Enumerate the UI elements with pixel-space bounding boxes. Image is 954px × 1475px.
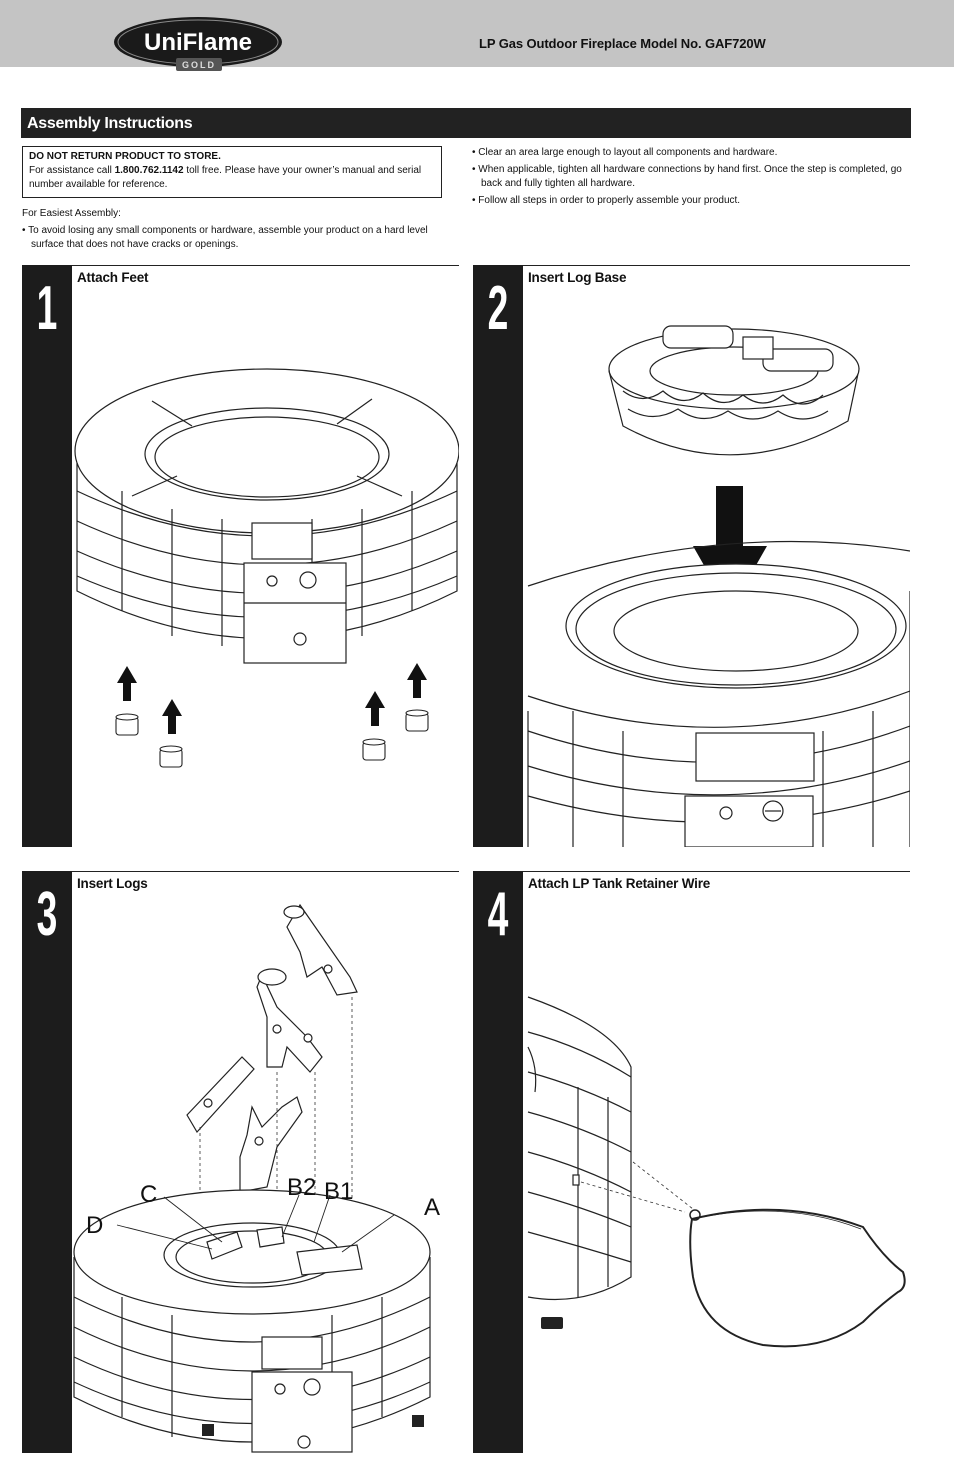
intro-bullet: • To avoid losing any small components o… (22, 225, 428, 250)
log-label-b1: B1 (324, 1178, 353, 1205)
bullet-item: • Follow all steps in order to properly … (472, 195, 741, 206)
step-4: 4 Attach LP Tank Retainer Wire (473, 871, 910, 1453)
step-number: 4 (487, 880, 509, 949)
step-bar: 2 (473, 265, 523, 847)
step-title: Attach Feet (77, 270, 149, 285)
step-title: Insert Logs (77, 876, 148, 891)
bullet-item: • Clear an area large enough to layout a… (472, 147, 778, 158)
intro-heading: For Easiest Assembly: (22, 208, 121, 219)
step-rule (523, 265, 910, 266)
step-number: 3 (36, 880, 58, 949)
notice-body: For assistance call 1.800.762.1142 toll … (29, 164, 435, 192)
attach-feet-illustration (74, 368, 459, 768)
notice-heading: DO NOT RETURN PRODUCT TO STORE. (29, 151, 221, 162)
step-title: Attach LP Tank Retainer Wire (528, 876, 711, 891)
logo-sub: GOLD (182, 60, 216, 70)
step-1: 1 Attach Feet (22, 265, 459, 847)
bullet-item: • When applicable, tighten all hardware … (472, 164, 902, 189)
step-number: 2 (487, 274, 509, 343)
notice-box: DO NOT RETURN PRODUCT TO STORE. For assi… (22, 146, 442, 198)
easiest-assembly: For Easiest Assembly: • To avoid losing … (22, 207, 447, 255)
step-number: 1 (36, 274, 58, 343)
log-label-d: D (86, 1212, 103, 1239)
step-title: Insert Log Base (528, 270, 627, 285)
step-rule (72, 265, 459, 266)
assembly-bullets: • Clear an area large enough to layout a… (472, 146, 912, 211)
step-bar: 3 (22, 871, 72, 1453)
page-header: UniFlame GOLD LP Gas Outdoor Fireplace M… (0, 0, 954, 71)
logo-text: UniFlame (144, 29, 252, 56)
log-label-c: C (140, 1181, 157, 1208)
uniflame-logo: UniFlame GOLD (114, 17, 282, 71)
step-bar: 4 (473, 871, 523, 1453)
step-3: 3 Insert Logs (22, 871, 459, 1453)
down-arrow-icon (693, 486, 767, 611)
section-bar: Assembly Instructions (21, 108, 911, 138)
retainer-wire-illustration (527, 996, 906, 1348)
step-rule (523, 871, 910, 872)
assistance-phone: 1.800.762.1142 (114, 165, 184, 176)
insert-log-base-illustration (527, 325, 910, 847)
notice-text-after: toll free. Please have your owner’s manu… (29, 165, 422, 190)
step-2: 2 Insert Log Base (473, 265, 910, 847)
log-label-b2: B2 (287, 1174, 316, 1201)
log-label-a: A (424, 1194, 440, 1221)
model-title: LP Gas Outdoor Fireplace Model No. GAF72… (479, 36, 766, 51)
insert-logs-illustration: A B1 B2 C D (73, 903, 440, 1453)
notice-text-before: For assistance call (29, 165, 115, 176)
step-rule (72, 871, 459, 872)
step-bar: 1 (22, 265, 72, 847)
section-title: Assembly Instructions (27, 115, 193, 132)
